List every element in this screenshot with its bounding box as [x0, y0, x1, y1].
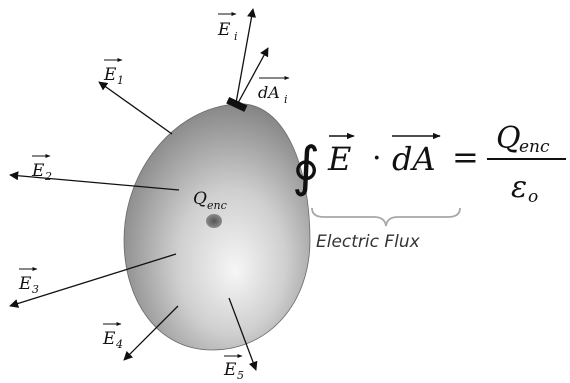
closed-integral-symbol: ∮ [292, 135, 320, 198]
equation-dot: · [372, 141, 382, 176]
svg-text:1: 1 [117, 74, 124, 87]
field-arrow-e3 [9, 253, 177, 308]
svg-text:E: E [223, 360, 237, 380]
svg-text:E: E [102, 329, 116, 349]
svg-text:5: 5 [237, 369, 244, 382]
label-q-enc: Q enc [193, 189, 227, 212]
field-arrow-e5 [228, 297, 258, 371]
svg-text:3: 3 [32, 283, 39, 296]
svg-text:E: E [18, 274, 32, 294]
label-e1: E 1 [103, 58, 124, 87]
denominator-epsilon: ε [511, 170, 527, 205]
numerator-enc: enc [519, 137, 550, 157]
svg-text:E: E [103, 65, 117, 85]
flux-underbrace [311, 207, 461, 227]
label-ei: E i [217, 12, 238, 43]
label-e3: E 3 [18, 267, 39, 296]
label-e2: E 2 [31, 154, 52, 183]
denominator-sub: o [528, 187, 538, 207]
equation-e-vector: E [327, 140, 351, 178]
label-e4: E 4 [102, 322, 123, 351]
area-element-patch [226, 97, 248, 112]
svg-text:Q: Q [193, 189, 207, 209]
field-arrow-ei [235, 8, 257, 104]
field-arrow-e2 [9, 171, 180, 191]
svg-text:2: 2 [44, 170, 52, 183]
equation-equals: = [452, 138, 479, 176]
gauss-law-equation: ∮ E · dA = Q enc ε o [292, 121, 566, 207]
field-arrow-e1 [98, 81, 173, 135]
svg-text:i: i [234, 30, 238, 43]
label-dai: dA i [258, 76, 290, 106]
svg-text:dA: dA [258, 83, 280, 102]
label-e5: E 5 [223, 354, 244, 382]
equation-da-vector: dA [392, 140, 436, 178]
enclosed-charge [206, 214, 222, 228]
svg-text:i: i [284, 93, 288, 106]
svg-text:4: 4 [115, 338, 123, 351]
svg-text:E: E [31, 161, 45, 181]
numerator-q: Q [496, 121, 521, 156]
svg-text:E: E [217, 20, 231, 40]
flux-label: Electric Flux [316, 232, 421, 252]
svg-text:enc: enc [207, 199, 227, 212]
field-arrow-e4 [123, 305, 179, 361]
area-vector-arrow [237, 47, 269, 104]
